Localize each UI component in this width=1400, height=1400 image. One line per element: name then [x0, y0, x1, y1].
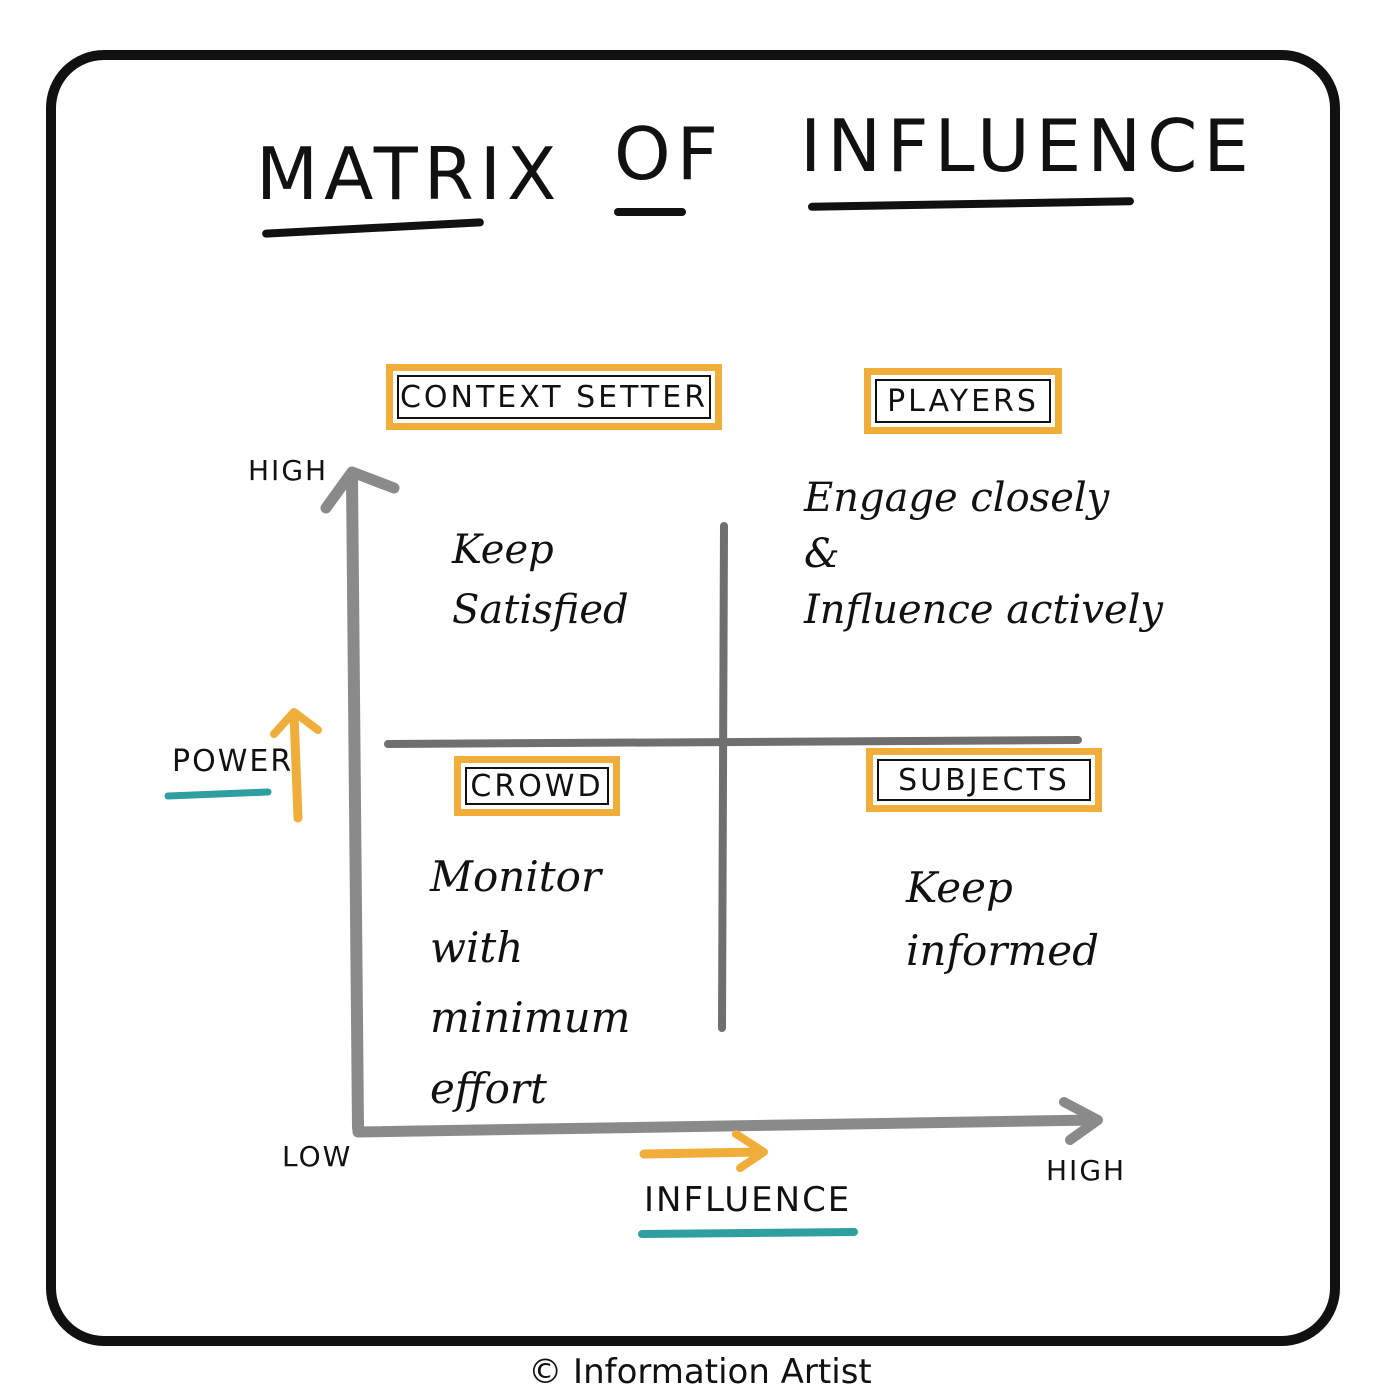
x-axis-line: [352, 1114, 1100, 1138]
title-word-of: OF: [614, 112, 725, 196]
influence-arrow-shaft: [639, 1147, 767, 1159]
label-subjects: SUBJECTS: [866, 748, 1102, 812]
x-axis-label-influence: INFLUENCE: [644, 1180, 852, 1220]
title-underline-of: [614, 208, 686, 216]
text-keep-satisfied: Keep Satisfied: [452, 527, 629, 633]
label-players: PLAYERS: [864, 368, 1062, 434]
origin-low-label: LOW: [282, 1140, 353, 1173]
influence-arrow-head: [732, 1130, 768, 1172]
y-axis-line: [346, 472, 364, 1134]
power-underline: [164, 788, 272, 800]
title-word-influence: INFLUENCE: [800, 104, 1255, 188]
influence-underline: [638, 1228, 858, 1238]
title-word-matrix: MATRIX: [256, 132, 563, 216]
label-context-setter: CONTEXT SETTER: [386, 364, 722, 430]
horizontal-divider: [384, 736, 1082, 748]
y-axis-label-power: POWER: [172, 744, 294, 779]
text-keep-informed: Keep informed: [906, 863, 1099, 975]
y-axis-high-label: HIGH: [248, 454, 329, 487]
power-arrow-shaft: [289, 709, 303, 823]
text-monitor-minimum-effort: Monitor with minimum effort: [430, 852, 631, 1113]
power-arrow-head: [270, 708, 322, 738]
vertical-divider: [718, 522, 728, 1032]
copyright-footer: © Information Artist: [528, 1352, 872, 1392]
y-axis-arrowhead: [320, 466, 400, 514]
x-axis-high-label: HIGH: [1046, 1154, 1127, 1187]
x-axis-arrowhead: [1059, 1097, 1103, 1145]
label-crowd: CROWD: [454, 756, 620, 816]
text-engage-closely: Engage closely & Influence actively: [804, 475, 1164, 633]
